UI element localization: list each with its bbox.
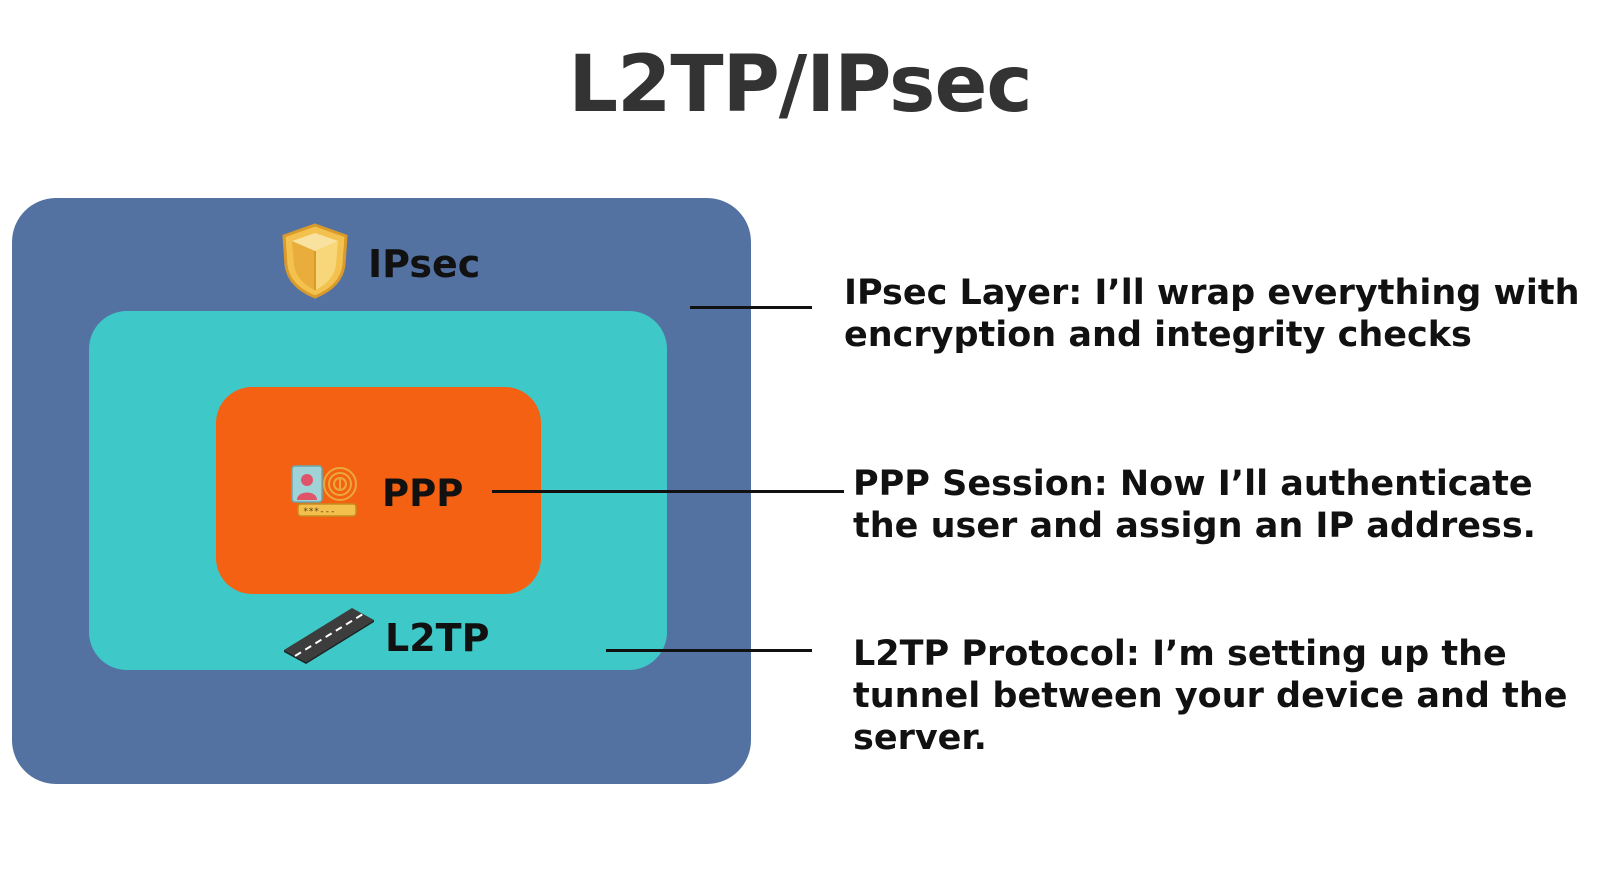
ppp-description-line: the user and assign an IP address.	[853, 506, 1536, 546]
ppp-connector-line	[492, 490, 844, 493]
ppp-description-line: PPP Session: Now I’ll authenticate	[853, 464, 1533, 504]
ipsec-description-line: IPsec Layer: I’ll wrap everything with	[844, 273, 1580, 313]
ppp-layer-box	[216, 387, 541, 594]
diagram-title: L2TP/IPsec	[568, 40, 1032, 130]
ppp-description: PPP Session: Now I’ll authenticate the u…	[853, 463, 1536, 547]
l2tp-description-line: server.	[853, 718, 987, 758]
l2tp-connector-line	[606, 649, 812, 652]
id-fingerprint-icon: ***---	[291, 465, 357, 517]
shield-icon	[282, 223, 348, 299]
ipsec-label: IPsec	[368, 242, 481, 286]
ipsec-description-line: encryption and integrity checks	[844, 315, 1472, 355]
ipsec-connector-line	[690, 306, 812, 309]
l2tp-description-line: L2TP Protocol: I’m setting up the	[853, 634, 1507, 674]
ipsec-description: IPsec Layer: I’ll wrap everything with e…	[844, 272, 1580, 356]
road-icon	[284, 608, 374, 664]
ppp-label: PPP	[382, 472, 464, 515]
svg-text:***---: ***---	[303, 507, 336, 517]
l2tp-label: L2TP	[385, 616, 490, 660]
l2tp-description-line: tunnel between your device and the	[853, 676, 1568, 716]
l2tp-description: L2TP Protocol: I’m setting up the tunnel…	[853, 633, 1568, 759]
